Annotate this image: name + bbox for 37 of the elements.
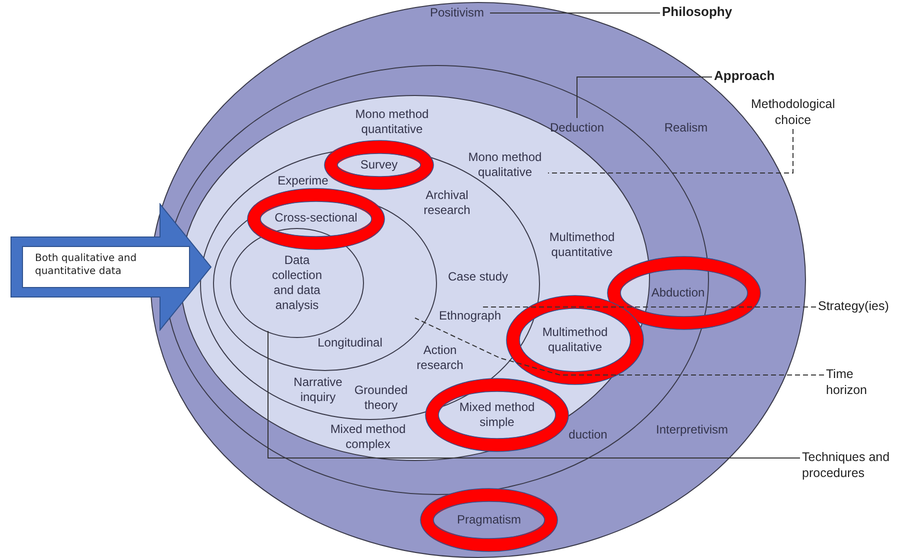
layer-label: Mono method qualitative <box>467 150 543 180</box>
layer-name: Strategy(ies) <box>818 298 890 314</box>
layer-name: Techniques and procedures <box>802 449 891 481</box>
layer-label: Longitudinal <box>318 336 382 350</box>
layer-label: Multimethod quantitative <box>548 230 616 260</box>
layer-label: Survey <box>360 158 398 172</box>
onion-layer <box>180 95 650 461</box>
layer-name: Time horizon <box>826 366 868 398</box>
layer-label: Grounded theory <box>353 383 409 413</box>
leader-line <box>548 128 794 174</box>
layer-label: Action research <box>416 343 464 373</box>
layer-label: Mixed method complex <box>329 422 407 452</box>
core-label: Data collection and data analysis <box>270 253 324 313</box>
layer-label: Deduction <box>550 120 604 136</box>
layer-label: Cross-sectional <box>274 210 358 226</box>
layer-name: Approach <box>714 68 776 84</box>
layer-label: Narrative inquiry <box>292 375 344 405</box>
leader-line <box>414 318 824 376</box>
leader-line <box>268 330 800 458</box>
layer-name: Methodological choice <box>750 96 836 128</box>
layer-label: Multimethod qualitative <box>541 325 609 355</box>
layer-label: Ethnograph <box>438 308 502 324</box>
layer-label: Interpretivism <box>656 422 728 438</box>
layer-label: Pragmatism <box>457 512 521 528</box>
layer-label: Mono method quantitative <box>354 107 430 137</box>
layer-label: duction <box>568 428 608 442</box>
layer-label: Archival research <box>422 188 472 218</box>
layer-label: Abduction <box>651 286 705 300</box>
layer-label: Realism <box>664 120 708 136</box>
layer-label: Positivism <box>430 6 484 20</box>
layer-name: Philosophy <box>662 4 734 20</box>
leader-line <box>490 12 660 14</box>
onion-layer <box>230 228 364 338</box>
layer-label: Experime <box>278 174 328 188</box>
layer-label: Case study <box>448 270 508 284</box>
callout-text: Both qualitative and quantitative data <box>22 246 190 288</box>
layer-label: Mixed method simple <box>458 400 536 430</box>
